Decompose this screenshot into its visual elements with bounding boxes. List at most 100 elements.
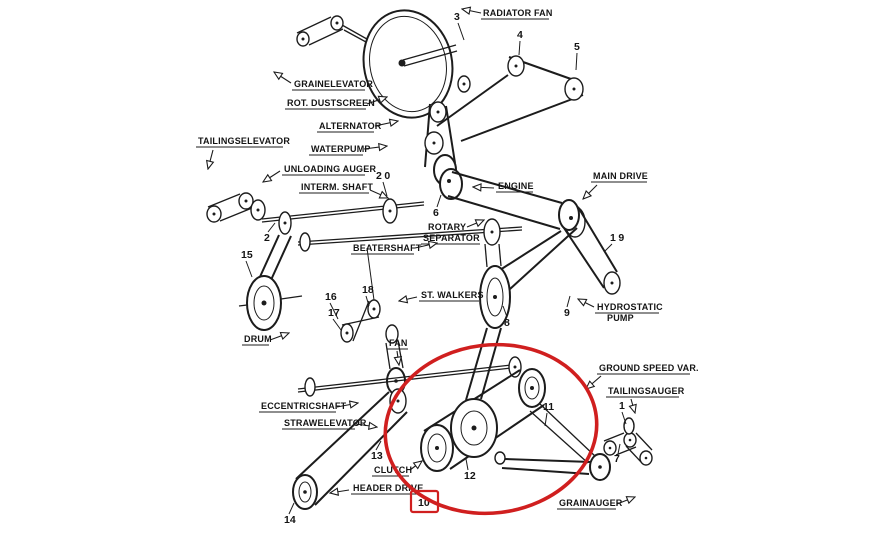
alternator-waterpump-belt xyxy=(424,101,456,168)
part-number-14: 14 xyxy=(284,502,296,526)
part-number-3: 3 xyxy=(454,11,465,41)
svg-text:FAN: FAN xyxy=(389,338,408,348)
label-engine: ENGINE xyxy=(473,181,534,193)
part-number-4: 4 xyxy=(517,29,523,56)
svg-text:HEADER DRIVE: HEADER DRIVE xyxy=(353,483,423,493)
svg-text:ECCENTRICSHAFT: ECCENTRICSHAFT xyxy=(261,401,347,411)
part-number-7: 7 xyxy=(614,443,621,465)
part-number-2: 2 xyxy=(264,222,276,244)
svg-text:ALTERNATOR: ALTERNATOR xyxy=(319,121,382,131)
svg-text:SEPARATOR: SEPARATOR xyxy=(423,233,480,243)
svg-text:PUMP: PUMP xyxy=(607,313,634,323)
highlight-box xyxy=(409,489,440,514)
part-number-12: 12 xyxy=(464,458,476,482)
hydrostatic-belt xyxy=(563,206,621,295)
svg-text:7: 7 xyxy=(614,453,620,465)
engine-pulley xyxy=(433,154,463,200)
highlight-ellipse xyxy=(383,342,599,516)
unloading-auger-pulley xyxy=(250,199,266,221)
label-header-drive: HEADER DRIVE xyxy=(330,483,423,494)
machine-artwork xyxy=(206,9,653,510)
label-ground-speed-var: GROUND SPEED VAR. xyxy=(586,363,699,389)
beater-shaft xyxy=(297,218,523,252)
tailings-auger-chain xyxy=(603,417,653,466)
part-number-16: 16 xyxy=(325,291,339,320)
grain-auger-belt xyxy=(501,453,611,481)
part-number-20: 20 xyxy=(376,170,393,197)
label-st-walkers: ST. WALKERS xyxy=(399,290,484,301)
svg-text:TAILINGSELEVATOR: TAILINGSELEVATOR xyxy=(198,136,290,146)
svg-text:HYDROSTATIC: HYDROSTATIC xyxy=(597,302,663,312)
svg-text:3: 3 xyxy=(454,11,460,23)
label-fan: FAN xyxy=(387,338,408,365)
label-radiator-fan: RADIATOR FAN xyxy=(462,8,552,20)
svg-text:STRAWELEVATOR: STRAWELEVATOR xyxy=(284,418,367,428)
part-number-17: 17 xyxy=(328,307,342,331)
part-labels: RADIATOR FAN GRAINELEVATOR ROT. DUSTSCRE… xyxy=(196,8,699,510)
separator-and-center-belt xyxy=(465,227,578,401)
label-straw-elevator: STRAWELEVATOR xyxy=(282,418,377,429)
label-tailings-auger: TAILINGSAUGER xyxy=(606,386,685,413)
label-eccentric-shaft: ECCENTRICSHAFT xyxy=(259,401,358,413)
label-drum: DRUM xyxy=(242,333,289,346)
svg-text:INTERM. SHAFT: INTERM. SHAFT xyxy=(301,182,373,192)
part-number-10: 10 xyxy=(418,497,430,509)
svg-text:6: 6 xyxy=(433,207,439,219)
label-grain-elevator: GRAINELEVATOR xyxy=(274,72,373,91)
svg-text:20: 20 xyxy=(376,170,393,182)
svg-text:CLUTCH: CLUTCH xyxy=(374,465,412,475)
part-number-5: 5 xyxy=(574,41,580,71)
part-number-11: 11 xyxy=(543,401,554,427)
radiator-fan-belt xyxy=(436,55,584,142)
label-main-drive: MAIN DRIVE xyxy=(583,171,648,199)
label-rot-dustscreen: ROT. DUSTSCREEN xyxy=(285,97,387,110)
label-interm-shaft: INTERM. SHAFT xyxy=(299,182,388,198)
svg-text:13: 13 xyxy=(371,450,383,462)
part-numbers: 1 2 3 4 5 6 7 8 xyxy=(241,11,627,526)
svg-text:1: 1 xyxy=(619,400,625,412)
part-number-13: 13 xyxy=(371,440,383,462)
part-number-18: 18 xyxy=(362,284,374,307)
svg-text:16: 16 xyxy=(325,291,337,303)
label-hydrostatic-pump: HYDROSTATIC PUMP xyxy=(578,299,663,323)
label-beater-shaft: BEATERSHAFT xyxy=(351,243,437,255)
svg-text:WATERPUMP: WATERPUMP xyxy=(311,144,371,154)
drum-drive xyxy=(238,234,303,331)
fan-drive xyxy=(385,324,406,395)
svg-text:GROUND SPEED VAR.: GROUND SPEED VAR. xyxy=(599,363,699,373)
svg-text:ROTARY: ROTARY xyxy=(428,222,466,232)
svg-text:17: 17 xyxy=(328,307,340,319)
clutch-variator-cluster xyxy=(420,368,546,472)
svg-text:ROT. DUSTSCREEN: ROT. DUSTSCREEN xyxy=(287,98,375,108)
interm-shaft xyxy=(261,198,425,235)
svg-text:2: 2 xyxy=(264,232,270,244)
label-alternator: ALTERNATOR xyxy=(317,121,398,133)
label-grain-auger: GRAINAUGER xyxy=(557,497,635,510)
part-number-1: 1 xyxy=(619,400,627,425)
svg-text:9: 9 xyxy=(564,307,570,319)
label-waterpump: WATERPUMP xyxy=(309,144,387,156)
svg-text:15: 15 xyxy=(241,249,253,261)
svg-text:ST. WALKERS: ST. WALKERS xyxy=(421,290,484,300)
label-tailings-elevator: TAILINGSELEVATOR xyxy=(196,136,290,169)
part-number-6: 6 xyxy=(433,194,442,219)
svg-text:11: 11 xyxy=(543,401,554,413)
svg-text:12: 12 xyxy=(464,470,476,482)
svg-text:GRAINELEVATOR: GRAINELEVATOR xyxy=(294,79,373,89)
svg-text:MAIN DRIVE: MAIN DRIVE xyxy=(593,171,648,181)
svg-text:4: 4 xyxy=(517,29,523,41)
tailings-elevator-chain xyxy=(206,192,254,223)
svg-text:UNLOADING AUGER: UNLOADING AUGER xyxy=(284,164,376,174)
part-number-19: 19 xyxy=(603,232,627,253)
svg-text:19: 19 xyxy=(610,232,627,244)
part-number-9: 9 xyxy=(564,295,571,319)
svg-text:ENGINE: ENGINE xyxy=(498,181,534,191)
part-number-15: 15 xyxy=(241,249,253,278)
svg-text:10: 10 xyxy=(418,497,430,509)
part-number-8: 8 xyxy=(502,305,510,329)
main-drive-belt xyxy=(447,171,586,238)
ground-speed-belt xyxy=(529,403,597,464)
svg-text:DRUM: DRUM xyxy=(244,334,272,344)
